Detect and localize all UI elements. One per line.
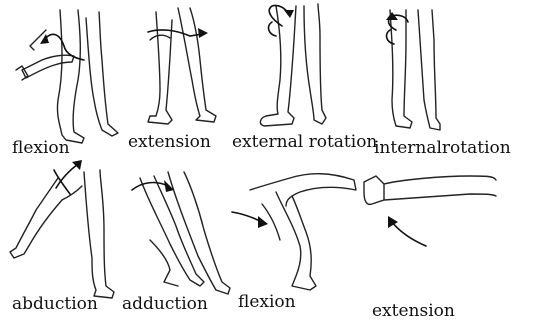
label-hip-internal-rotation: internalrotation [374,140,511,157]
label-hip-extension: extension [128,134,211,151]
label-hip-abduction: abduction [12,296,98,313]
label-hip-flexion: flexion [12,140,70,157]
label-hip-adduction: adduction [122,296,208,313]
hip-extension-drawing [148,8,216,124]
hip-external-rotation-drawing [260,4,326,126]
hip-adduction-drawing [132,172,230,294]
label-hip-external-rotation: external rotation [232,134,377,151]
knee-flexion-drawing [232,174,356,290]
label-knee-extension: extension [372,303,455,320]
knee-extension-drawing [364,176,496,246]
label-knee-flexion: flexion [238,294,296,311]
hip-flexion-drawing [16,10,118,143]
hip-abduction-drawing [10,160,114,298]
hip-internal-rotation-drawing [386,10,440,130]
